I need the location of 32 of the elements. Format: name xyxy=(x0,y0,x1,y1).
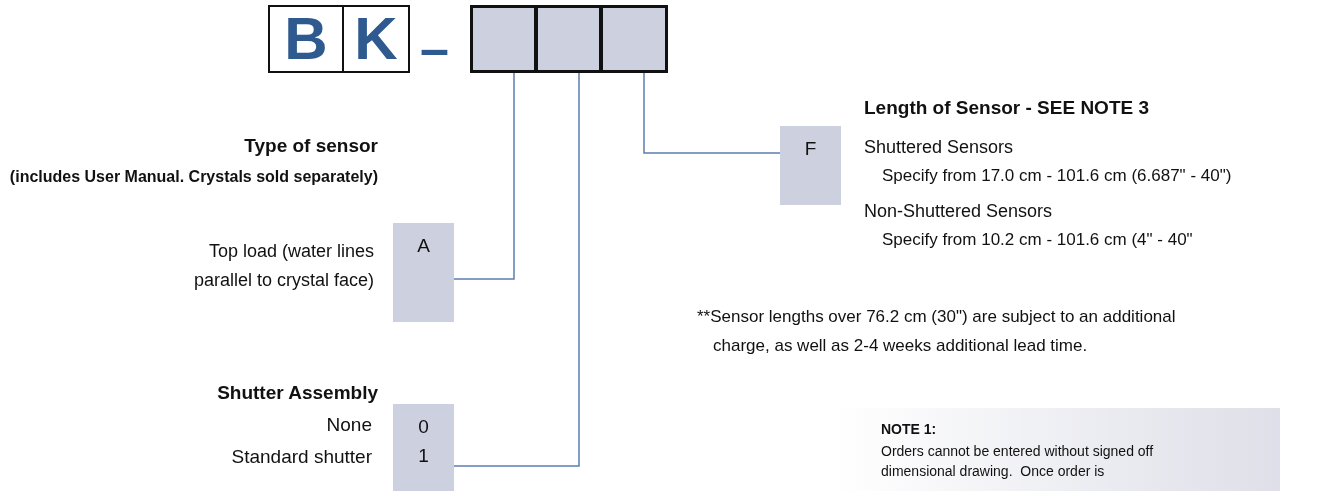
leader-line xyxy=(453,72,580,467)
option-code: A xyxy=(417,235,430,258)
option-description: Specify from 10.2 cm - 101.6 cm (4" - 40" xyxy=(882,230,1193,250)
option-code-box xyxy=(393,223,454,322)
note-heading: NOTE 1: xyxy=(881,421,938,437)
section-heading: Length of Sensor - SEE NOTE 3 xyxy=(864,97,1150,119)
option-description: Non-Shuttered Sensors xyxy=(864,201,1053,222)
code-box xyxy=(268,5,344,73)
leader-line xyxy=(643,72,781,154)
code-slot xyxy=(600,5,668,73)
code-letter: K xyxy=(354,9,398,69)
option-code-box xyxy=(780,126,841,205)
option-code: F xyxy=(804,138,817,161)
leader-line xyxy=(453,72,515,280)
option-code: 0 xyxy=(418,416,429,439)
code-letter: B xyxy=(284,9,328,69)
option-description: Standard shutter xyxy=(231,445,372,469)
option-code: 1 xyxy=(418,444,429,468)
footnote-text: **Sensor lengths over 76.2 cm (30") are subject to an additional charge, as well as 2-4 weeks additional lead time. xyxy=(697,306,1177,357)
code-box xyxy=(342,5,410,73)
section-heading: (includes User Manual. Crystals sold separately) xyxy=(8,167,378,187)
option-description: Shuttered Sensors xyxy=(864,137,1014,158)
section-heading: Type of sensor xyxy=(244,135,378,157)
hyphen-mark: – xyxy=(420,18,449,78)
code-slot xyxy=(535,5,602,73)
option-description: None xyxy=(326,413,372,437)
option-description: Specify from 17.0 cm - 101.6 cm (6.687" - 40") xyxy=(882,166,1232,186)
option-description: Top load (water lines parallel to crystal face) xyxy=(192,240,374,292)
note-text: Orders cannot be entered without signed off dimensional drawing. Once order is xyxy=(881,442,1155,482)
section-heading: Shutter Assembly xyxy=(217,382,378,404)
option-code-box xyxy=(393,404,454,491)
code-slot xyxy=(470,5,537,73)
